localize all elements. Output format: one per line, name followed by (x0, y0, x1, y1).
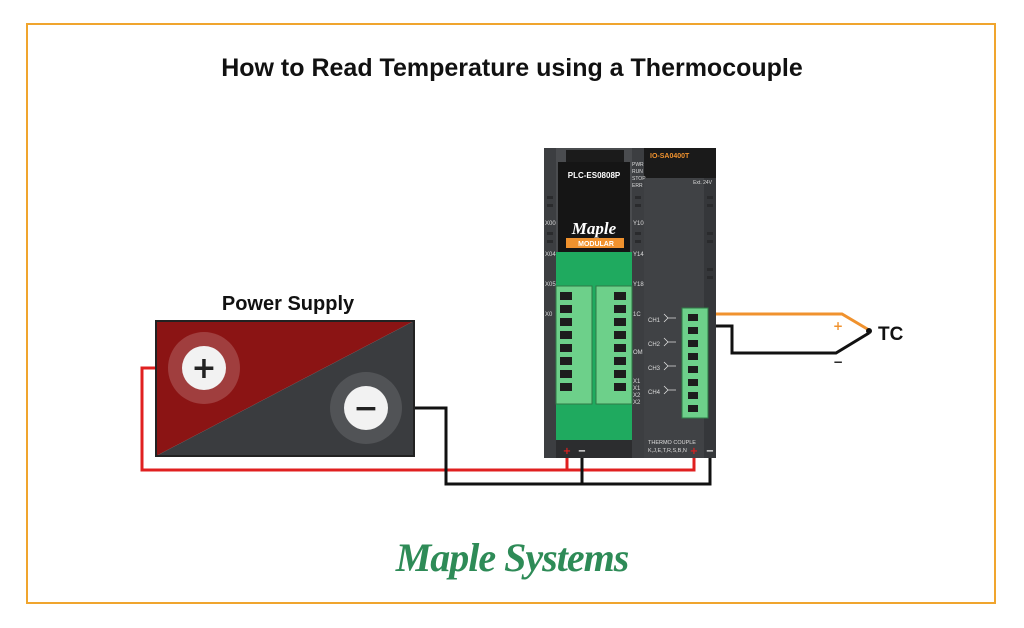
plc-io-x05: X05 (545, 282, 556, 288)
module-type-label-1: THERMO COUPLE (648, 440, 696, 446)
module-type-label-2: K,J,E,T,R,S,B,N (648, 448, 687, 454)
plc-bottom-strip (556, 440, 632, 458)
module-thermo-symbols (663, 313, 676, 395)
plc-io-y10: Y10 (633, 221, 644, 227)
plc-logo: Maple (571, 219, 617, 238)
plc-io-x2b: X2 (633, 400, 641, 406)
plc-left-io-labels: X00 X04 X05 X0 (545, 221, 556, 318)
black-negative-wire (414, 406, 712, 486)
module-minus-mark: − (706, 446, 714, 457)
brand-logo: Maple Systems (395, 535, 630, 580)
plc-top-slot (566, 150, 624, 162)
plc-label-panel (558, 162, 630, 252)
tc-positive-wire (694, 312, 870, 332)
plc-io-y14: Y14 (633, 252, 644, 258)
plc-status-labels: PWR RUN STOP ERR (632, 162, 646, 189)
tc-label: TC (878, 324, 904, 345)
tc-minus-label: − (833, 355, 843, 369)
module-ch2: CH2 (648, 342, 661, 348)
plc-io-x04: X04 (545, 252, 556, 258)
module-ext-label: Ext. 24V (693, 180, 713, 186)
power-supply-battery (155, 320, 415, 457)
battery-plus-symbol: + (191, 351, 216, 386)
plc-io-x1b: X1 (633, 386, 641, 392)
plc-cpu (544, 148, 644, 458)
plc-status-run: RUN (632, 169, 643, 175)
module-top-panel (644, 148, 716, 178)
tc-plus-label: + (833, 319, 843, 333)
power-supply-label: Power Supply (222, 293, 355, 315)
plc-right-io-labels: Y10 Y14 Y18 1C OM X1 X1 X2 X2 (633, 221, 644, 406)
module-ch3: CH3 (648, 366, 661, 372)
module-ch1: CH1 (648, 318, 661, 324)
battery-minus-terminal (344, 386, 388, 430)
battery-plus-terminal (182, 346, 226, 390)
module-model-label: IO-SA0400T (650, 153, 690, 160)
tc-negative-wire (700, 324, 870, 355)
module-plus-mark: + (690, 446, 698, 457)
border-frame (26, 23, 996, 604)
plc-logo-sub: MODULAR (578, 241, 614, 248)
plc-model-label: PLC-ES0808P (568, 171, 621, 180)
plc-minus-mark: − (578, 446, 586, 457)
plc-io-x00: X00 (545, 221, 556, 227)
plc-plus-mark: + (563, 446, 571, 457)
tc-junction (866, 328, 872, 334)
page-title: How to Read Temperature using a Thermoco… (221, 54, 803, 82)
plc-io-x2a: X2 (633, 393, 641, 399)
wires (140, 312, 872, 486)
plc-io-x0: X0 (545, 312, 553, 318)
module-terminal-block (681, 307, 709, 419)
plc-status-pwr: PWR (632, 162, 644, 168)
plc-status-err: ERR (632, 183, 643, 189)
plc-io-y18: Y18 (633, 282, 644, 288)
thermocouple-module (644, 148, 716, 458)
plc-status-stop: STOP (632, 176, 646, 182)
plc-io-om: OM (633, 350, 643, 356)
module-channel-labels: CH1 CH2 CH3 CH4 (648, 318, 661, 396)
plc-io-x1a: X1 (633, 379, 641, 385)
red-positive-wire (140, 366, 696, 472)
module-ch4: CH4 (648, 390, 661, 396)
battery-minus-symbol: − (353, 391, 378, 426)
plc-io-1c: 1C (633, 312, 641, 318)
plc-logo-bar (566, 238, 624, 248)
